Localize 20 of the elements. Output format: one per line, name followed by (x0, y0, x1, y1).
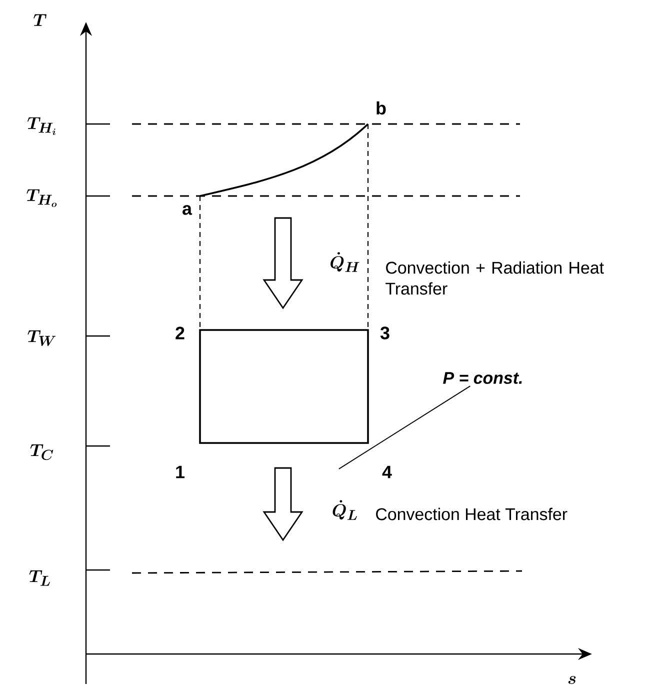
heat-rate-label: $\dot{Q}_L$ (332, 500, 357, 520)
process-note: Convection Heat Transfer (376, 508, 568, 520)
axis-label: $T$ (34, 14, 46, 26)
heat-rate-label: $\dot{Q}_H$ (330, 252, 360, 272)
axis-label: $s$ (568, 676, 576, 684)
temperature-label: $T_C$ (30, 444, 54, 460)
point-label: 3 (380, 326, 390, 340)
point-label: 2 (176, 326, 184, 340)
annotation-text: P = const. (443, 372, 522, 384)
point-label: 4 (382, 466, 392, 478)
process-note: Convection + Radiation Heat Transfer (386, 261, 604, 295)
cycle-rectangle (199, 329, 369, 444)
point-label: b (376, 101, 386, 115)
temperature-label: $T_W$ (28, 330, 56, 346)
point-label: a (182, 205, 192, 215)
leader-line (338, 386, 471, 470)
point-label: 1 (176, 466, 184, 478)
temperature-label: $T_L$ (29, 570, 50, 586)
temperature-label: $T_{H_o}$ (26, 189, 57, 207)
temperature-label: $T_{H_i}$ (28, 117, 56, 135)
